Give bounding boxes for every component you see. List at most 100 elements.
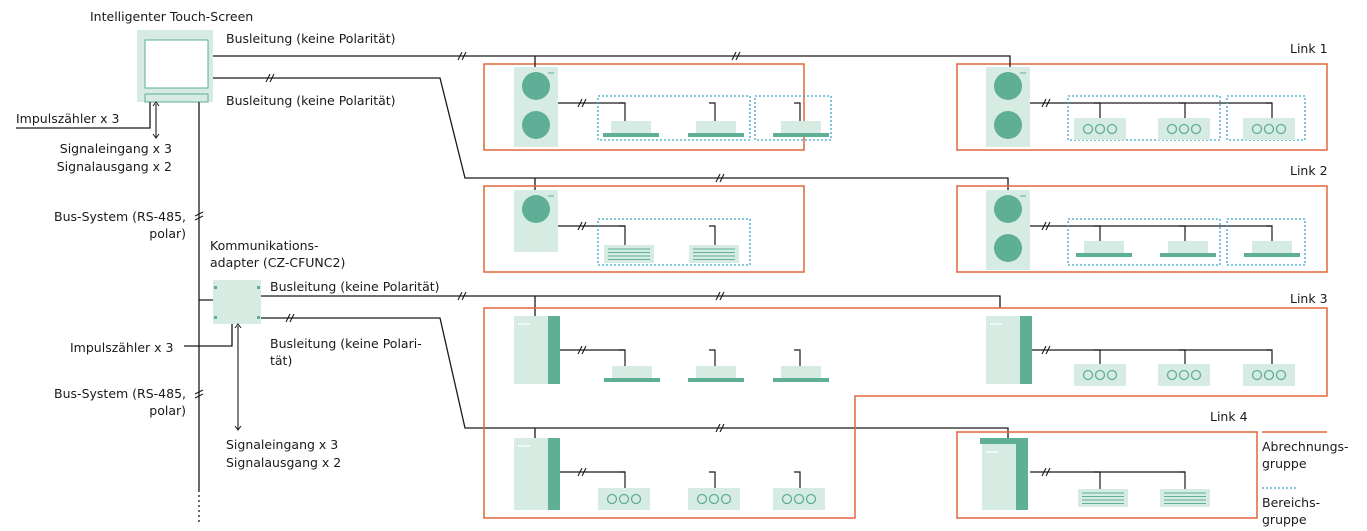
link-3-group-frame-lower xyxy=(483,410,856,519)
vent-circle-icon xyxy=(805,493,817,505)
line-break-mark xyxy=(577,345,587,355)
cassette-indoor-unit xyxy=(1084,241,1124,253)
line-break-mark xyxy=(265,73,275,83)
cassette-panel xyxy=(688,378,744,382)
line-break-mark xyxy=(1041,345,1051,355)
line-break-mark xyxy=(715,291,725,301)
line-break-mark xyxy=(715,423,725,433)
bus-system-label-2b: polar) xyxy=(149,403,186,418)
fan-icon xyxy=(994,72,1022,100)
wall-indoor-unit xyxy=(1160,489,1210,507)
vent-circle-icon xyxy=(708,493,720,505)
vent-circle-icon xyxy=(1190,123,1202,135)
line-break-mark xyxy=(457,51,467,61)
branch-pipe xyxy=(1266,349,1273,364)
cassette-panel xyxy=(1160,253,1216,257)
tall-outdoor-unit xyxy=(514,316,548,384)
branch-pipe xyxy=(619,471,626,488)
bus-system-label-2a: Bus-System (RS-485, xyxy=(54,386,186,401)
link-2-group-frame-right xyxy=(956,185,1328,273)
vent-circle-icon xyxy=(1166,123,1178,135)
signal-output-label-2: Signalausgang x 2 xyxy=(226,455,342,470)
area-group-frame xyxy=(1226,218,1306,266)
cassette-indoor-unit xyxy=(612,366,652,378)
link-4-group-frame xyxy=(956,431,1258,519)
fan-icon xyxy=(522,72,550,100)
branch-pipe xyxy=(794,471,801,488)
bus-line-link2 xyxy=(213,77,1009,190)
adapter-label-a: Kommunikations- xyxy=(210,238,319,253)
cassette-panel xyxy=(688,133,744,137)
terminal-icon xyxy=(214,286,217,289)
line-break-mark xyxy=(577,98,587,108)
legend-area-label-b: gruppe xyxy=(1262,512,1307,527)
legend-billing-label-b: gruppe xyxy=(1262,456,1307,471)
vent-circle-icon xyxy=(1263,369,1275,381)
communication-adapter xyxy=(213,280,261,324)
branch-pipe xyxy=(1179,471,1186,489)
area-group-frame xyxy=(597,218,751,266)
bus-line-link1 xyxy=(213,55,1011,67)
vent-circle-icon xyxy=(606,493,618,505)
arrow-icon xyxy=(152,101,160,107)
bus-line-label-4b: tät) xyxy=(270,353,293,368)
terminal-icon xyxy=(214,316,217,319)
line-break-mark xyxy=(457,291,467,301)
bus-line-label-1: Busleitung (keine Polarität) xyxy=(226,31,396,46)
vent-circle-icon xyxy=(793,493,805,505)
branch-pipe xyxy=(619,225,626,245)
wall-indoor-unit xyxy=(689,245,739,263)
vent-circle-icon xyxy=(1094,123,1106,135)
fan-icon xyxy=(994,111,1022,139)
vent-circle-icon xyxy=(1251,123,1263,135)
touchscreen-base xyxy=(144,93,209,103)
vent-circle-icon xyxy=(1106,369,1118,381)
fan-icon xyxy=(522,111,550,139)
branch-pipe xyxy=(1094,471,1101,489)
fan-icon xyxy=(522,195,550,223)
line-break-mark xyxy=(285,313,295,323)
arrow-icon xyxy=(234,323,242,329)
cassette-panel xyxy=(604,378,660,382)
line-break-mark xyxy=(715,173,725,183)
pulse-line xyxy=(16,102,151,129)
signal-input-label-1: Signaleingang x 3 xyxy=(59,141,172,156)
link-3-label: Link 3 xyxy=(1290,291,1328,306)
link-4-label: Link 4 xyxy=(1210,409,1248,424)
touchscreen-display xyxy=(144,39,209,89)
branch-pipe xyxy=(709,471,716,488)
duct-indoor-unit xyxy=(1158,118,1210,140)
line-break-mark xyxy=(577,221,587,231)
cassette-indoor-unit xyxy=(1252,241,1292,253)
bus-line-label-2: Busleitung (keine Polarität) xyxy=(226,93,396,108)
tall-outdoor-unit-side xyxy=(548,316,560,384)
duct-indoor-unit xyxy=(1074,364,1126,386)
branch-pipe xyxy=(1179,102,1186,120)
vent-circle-icon xyxy=(1190,369,1202,381)
area-group-frame xyxy=(1067,218,1221,266)
link-1-group-frame-left xyxy=(483,63,805,151)
arrow-icon xyxy=(234,425,242,431)
link-2-group-frame-left xyxy=(483,185,805,273)
branch-pipe xyxy=(1179,225,1186,241)
cassette-indoor-unit xyxy=(696,121,736,133)
branch-pipe xyxy=(709,349,716,366)
pulse-counter-label-1: Impulszähler x 3 xyxy=(16,111,120,126)
tall-outdoor-unit xyxy=(514,438,548,510)
vent-circle-icon xyxy=(1094,369,1106,381)
branch-pipe xyxy=(794,349,801,366)
vent-circle-icon xyxy=(1166,369,1178,381)
tall-outdoor-unit-side xyxy=(1020,316,1032,384)
vent-circle-icon xyxy=(1082,123,1094,135)
branch-pipe xyxy=(1094,225,1101,241)
signal-output-label-1: Signalausgang x 2 xyxy=(56,159,172,174)
branch-pipe xyxy=(619,102,626,121)
cassette-panel xyxy=(773,133,829,137)
branch-pipe xyxy=(1266,102,1273,120)
area-group-frame xyxy=(597,95,751,141)
branch-pipe xyxy=(1094,349,1101,364)
touchscreen-label: Intelligenter Touch-Screen xyxy=(90,9,254,24)
area-group-frame xyxy=(754,95,832,141)
vent-circle-icon xyxy=(1275,369,1287,381)
bus-line-label-4a: Busleitung (keine Polari- xyxy=(270,336,422,351)
